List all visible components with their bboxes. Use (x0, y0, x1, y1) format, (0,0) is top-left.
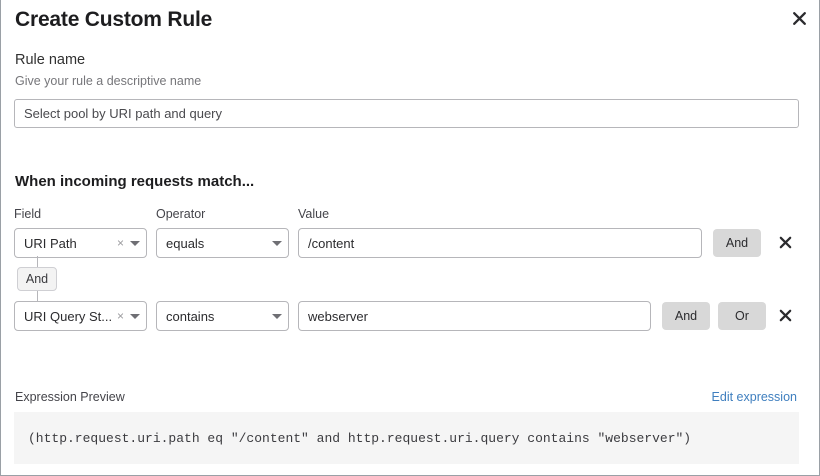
field-select-1[interactable]: URI Path × (14, 228, 147, 258)
value-input-1[interactable] (298, 228, 702, 258)
operator-select-2-value: contains (166, 308, 215, 324)
field-select-2-value: URI Query St... (24, 308, 113, 324)
delete-icon[interactable] (775, 303, 795, 327)
and-button-1[interactable]: And (713, 229, 761, 257)
column-header-field: Field (14, 207, 42, 221)
condition-connector: And (1, 256, 201, 304)
operator-select-1-value: equals (166, 235, 205, 251)
clear-icon[interactable]: × (116, 309, 124, 323)
operator-select-2[interactable]: contains (156, 301, 289, 331)
chevron-down-icon (128, 240, 146, 246)
connector-line-top (37, 256, 38, 267)
column-header-value: Value (298, 207, 330, 221)
delete-glyph (779, 309, 791, 321)
field-select-1-value: URI Path (24, 235, 77, 251)
close-glyph (792, 11, 806, 25)
connector-line-bottom (37, 291, 38, 301)
condition-row: URI Path × equals And (1, 228, 819, 258)
rule-name-label: Rule name (15, 52, 86, 68)
value-input-2[interactable] (298, 301, 651, 331)
column-header-operator: Operator (156, 207, 206, 221)
expression-preview-label: Expression Preview (15, 390, 125, 404)
expression-preview-code: (http.request.uri.path eq "/content" and… (28, 430, 692, 446)
page-title: Create Custom Rule (15, 8, 213, 31)
conditions-heading: When incoming requests match... (15, 173, 255, 190)
connector-and-chip[interactable]: And (17, 267, 57, 291)
close-icon[interactable] (788, 7, 810, 29)
edit-expression-link[interactable]: Edit expression (711, 390, 797, 404)
delete-glyph (779, 236, 791, 248)
operator-select-1[interactable]: equals (156, 228, 289, 258)
expression-preview-box: (http.request.uri.path eq "/content" and… (14, 412, 799, 464)
and-button-2[interactable]: And (662, 302, 710, 330)
chevron-down-icon (128, 313, 146, 319)
chevron-down-icon (270, 313, 288, 319)
or-button-2[interactable]: Or (718, 302, 766, 330)
delete-icon[interactable] (775, 230, 795, 254)
field-select-2[interactable]: URI Query St... × (14, 301, 147, 331)
clear-icon[interactable]: × (116, 236, 124, 250)
chevron-down-icon (270, 240, 288, 246)
rule-name-help-text: Give your rule a descriptive name (15, 74, 202, 88)
condition-row: URI Query St... × contains And Or (1, 301, 819, 331)
rule-name-input[interactable] (14, 99, 799, 128)
